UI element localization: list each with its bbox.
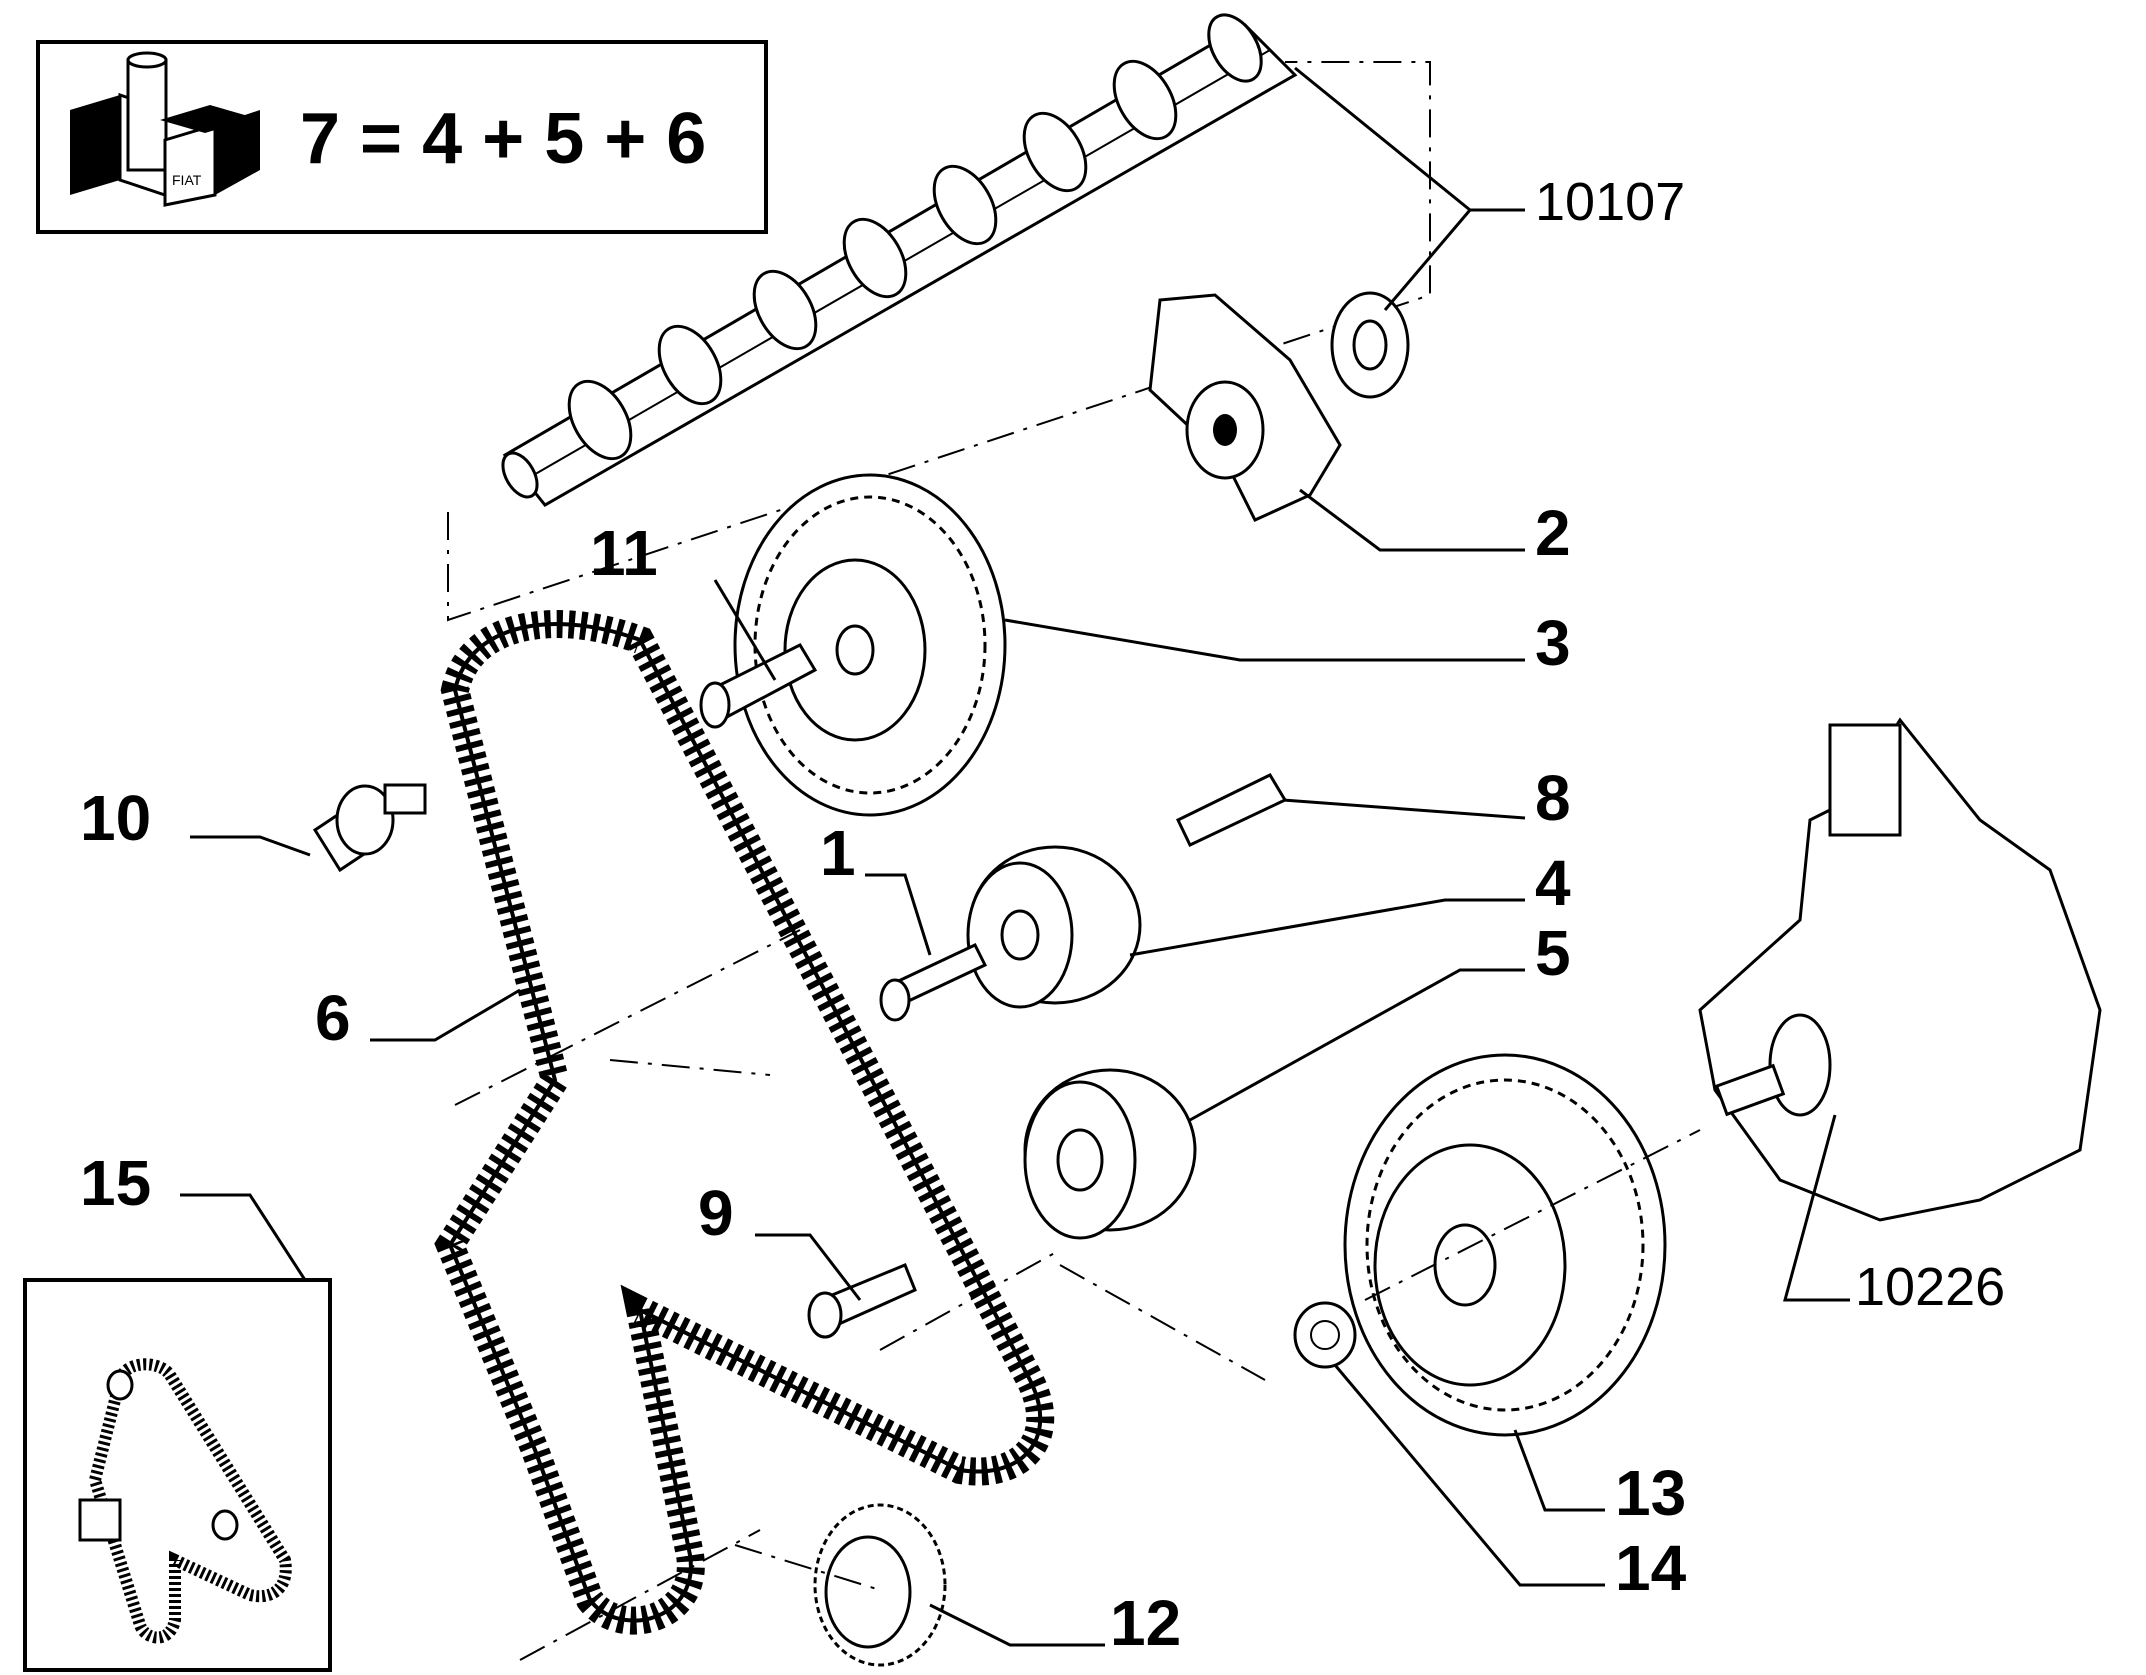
fiat-kit-logo-icon: FIAT bbox=[70, 51, 260, 207]
nut-14 bbox=[1293, 1301, 1357, 1369]
bolt-10 bbox=[312, 783, 427, 873]
tensioner-pulley bbox=[879, 845, 1142, 1022]
high-pressure-pump bbox=[1698, 717, 2102, 1222]
camshaft-group-outline bbox=[447, 61, 1431, 622]
leader-lines bbox=[180, 66, 1850, 1647]
stud-8 bbox=[1176, 773, 1288, 847]
ref-10107: 10107 bbox=[1535, 172, 1685, 232]
bolt-11 bbox=[699, 643, 818, 729]
assembly-axes bbox=[454, 929, 1701, 1661]
callout-labels: 11 2 3 10 8 1 4 5 6 9 15 12 13 14 10107 … bbox=[80, 172, 2005, 1659]
callout-10: 10 bbox=[80, 782, 151, 854]
bolt-9 bbox=[807, 1263, 917, 1339]
logo-text: FIAT bbox=[172, 172, 202, 188]
callout-15: 15 bbox=[80, 1147, 151, 1219]
inset-box-15 bbox=[23, 1278, 332, 1672]
camshaft bbox=[501, 13, 1298, 507]
camshaft-pulley bbox=[733, 473, 1007, 817]
idler-pulley bbox=[1023, 1068, 1197, 1240]
ref-10226: 10226 bbox=[1855, 1257, 2005, 1317]
callout-8: 8 bbox=[1535, 762, 1571, 834]
cam-hub bbox=[1148, 293, 1342, 522]
pump-pulley bbox=[1343, 1053, 1667, 1437]
callout-14: 14 bbox=[1615, 1532, 1687, 1604]
callout-6: 6 bbox=[315, 982, 351, 1054]
camshaft-seal bbox=[1330, 291, 1410, 399]
kit-box: FIAT 7 = 4 + 5 + 6 bbox=[36, 40, 768, 234]
callout-12: 12 bbox=[1110, 1587, 1181, 1659]
callout-1: 1 bbox=[820, 817, 856, 889]
kit-formula: 7 = 4 + 5 + 6 bbox=[300, 99, 706, 179]
callout-4: 4 bbox=[1535, 847, 1571, 919]
crankshaft-pulley bbox=[813, 1503, 947, 1667]
callout-11: 11 bbox=[590, 517, 658, 589]
callout-13: 13 bbox=[1615, 1457, 1686, 1529]
callout-9: 9 bbox=[698, 1177, 734, 1249]
callout-5: 5 bbox=[1535, 917, 1571, 989]
callout-2: 2 bbox=[1535, 497, 1571, 569]
callout-3: 3 bbox=[1535, 607, 1571, 679]
timing-belt bbox=[434, 610, 1055, 1635]
